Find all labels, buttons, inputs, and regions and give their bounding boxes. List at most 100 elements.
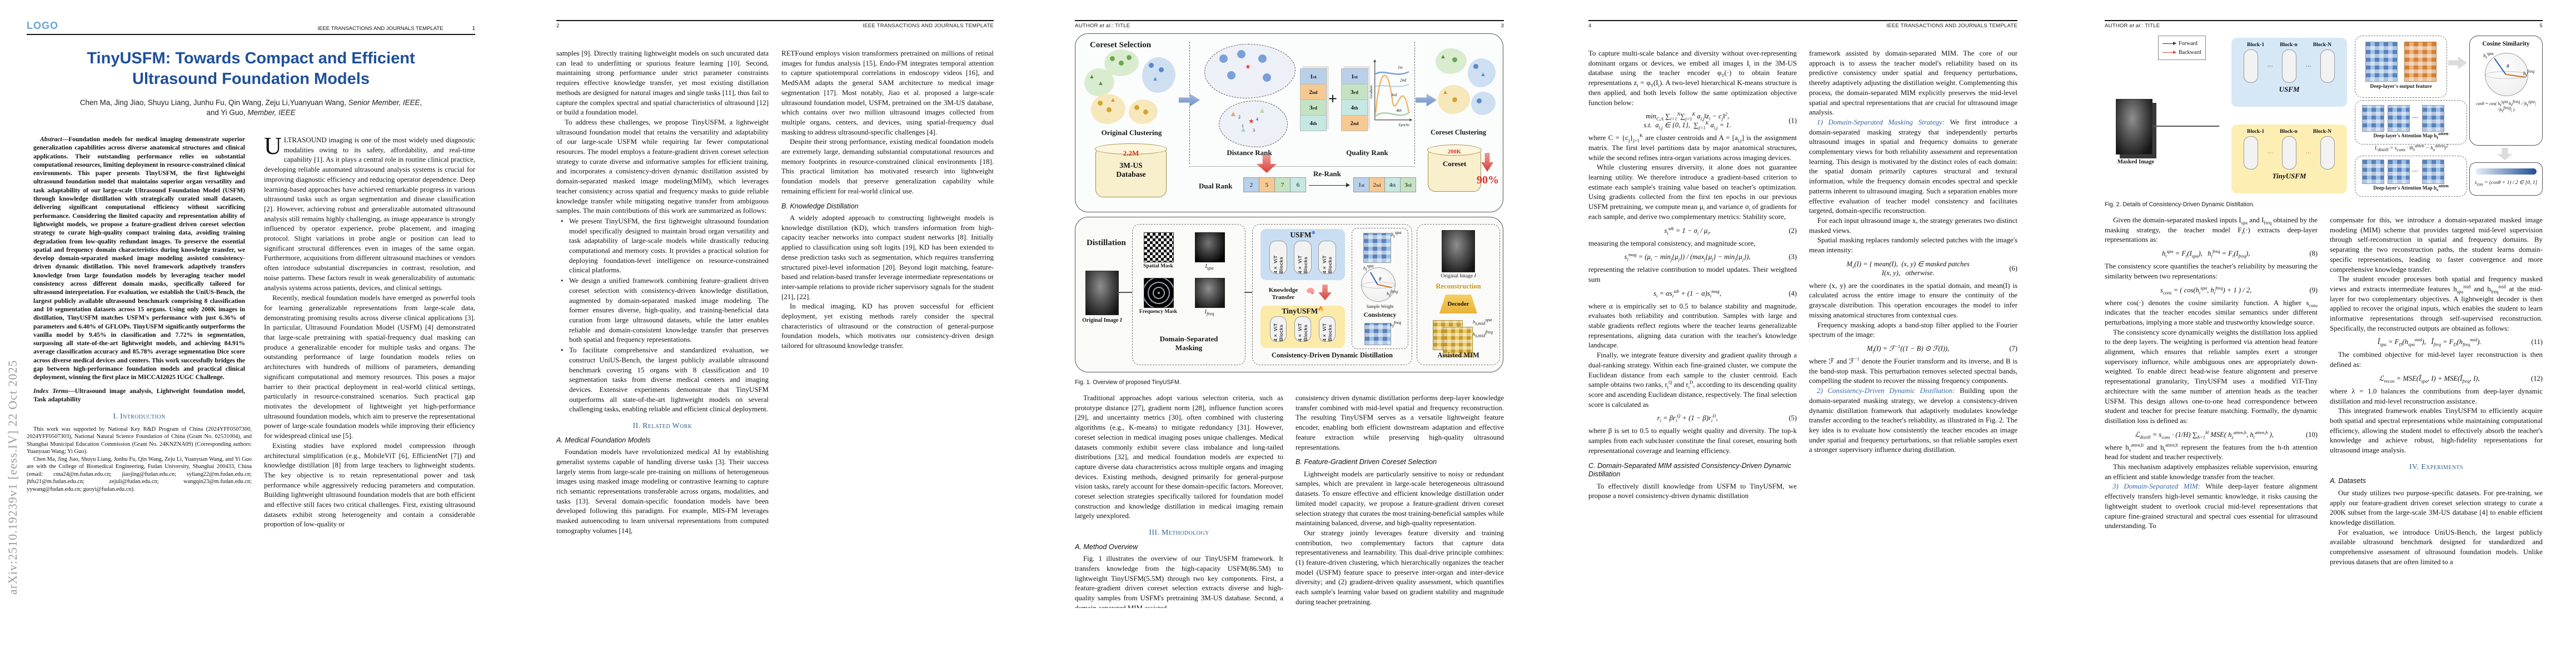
paragraph: representing the relative contribution t…: [1588, 266, 1797, 283]
equation: si = αsistb + (1 − α)simag,(4): [1653, 288, 1797, 299]
header-rule: [2105, 20, 2543, 21]
usfm-label: USFM: [1290, 231, 1312, 239]
section-heading: III. Methodology: [1149, 528, 1209, 537]
page-3-columns: Traditional approaches adopt various sel…: [1075, 394, 1504, 608]
subsection-heading: B. Feature-Gradient Driven Coreset Selec…: [1296, 458, 1437, 466]
dual-cell: 5: [1259, 177, 1275, 192]
tinyusfm-label: TinyUSFM: [1282, 307, 1318, 315]
masked-image-label: Masked Image: [2117, 159, 2155, 165]
assisted-mim-box: Original Image I Reconstruction Decoder …: [1417, 224, 1500, 365]
forward-arrow-icon: [2163, 42, 2176, 45]
frequency-mask-thumbnail: [1144, 278, 1174, 308]
theta-label: θ: [1379, 276, 1382, 282]
paragraph: This mechanism adaptively emphasizes rel…: [2105, 463, 2318, 481]
page-2-left-column: samples [9]. Directly training lightweig…: [556, 49, 769, 639]
page-5-header: AUTHOR et al.: TITLE 5: [2105, 21, 2543, 29]
equation: scons = ( cos(htspa, htfreq) + 1 ) / 2,(…: [2160, 285, 2318, 296]
paragraph: Traditional approaches adopt various sel…: [1075, 394, 1283, 520]
fig2-legend: Forward Backward: [2158, 36, 2206, 60]
block-label: Block-N: [2313, 42, 2331, 48]
page-3-right-column: consistency driven dynamic distillation …: [1296, 394, 1504, 608]
section-heading: II. Related Work: [632, 421, 692, 430]
subsection-heading: A. Datasets: [2330, 477, 2366, 485]
figure-2: Forward Backward Masked Image Block-1 Bl…: [2105, 33, 2543, 198]
ht-spa-label: htspa: [2483, 51, 2494, 60]
paragraph: To effectively distill knowledge from US…: [1588, 482, 1797, 500]
backward-label: Backward: [2179, 49, 2201, 56]
teacher-freq-feature-heatmap: [1364, 323, 1391, 345]
page-2-header: 2 IEEE TRANSACTIONS AND JOURNALS TEMPLAT…: [556, 21, 994, 29]
paragraph: To capture multi-scale balance and diver…: [1588, 49, 1797, 107]
figure-2-caption: Fig. 2. Details of Consistency-Driven Dy…: [2105, 201, 2255, 208]
consistency-label: Consistency: [1363, 312, 1397, 318]
divider: [1189, 166, 1414, 167]
connector: [1118, 292, 1132, 293]
author-list: Chen Ma, Jing Jiao, Shuyu Liang, Junhu F…: [27, 98, 475, 118]
divider: [1189, 42, 1190, 164]
tinyusfm-student-box: TinyUSFM🔥 4× ViT Blocks 4× ViT Blocks 4×…: [1260, 306, 1345, 348]
curve-label-2nd: 2nd: [1400, 77, 1406, 82]
vit-blocks-pill: 4× ViT Blocks: [1318, 241, 1336, 274]
paragraph: The consistency score quantifies the tea…: [2105, 262, 2318, 280]
fig1-original-image2-label: Original Image I: [1441, 273, 1476, 279]
reconstruction-label: Reconstruction: [1436, 282, 1481, 290]
page-4-left-column: To capture multi-scale balance and diver…: [1588, 49, 1797, 639]
header-rule: [556, 20, 994, 21]
assisted-mim-label: Assisted MIM: [1437, 351, 1479, 359]
paragraph: This integrated framework enables TinyUS…: [2330, 407, 2543, 455]
student-attention-label: Deep-layer's Attention Map hsatten: [2373, 183, 2449, 192]
attention-heatmap: [2388, 105, 2410, 132]
paragraph: consistency driven dynamic distillation …: [1296, 394, 1504, 451]
curve-label-1st: 1st: [1398, 65, 1403, 70]
fig1-original-clustering-label: Original Clustering: [1101, 128, 1162, 137]
equation: sistb = 1 − σi / μi,(2): [1664, 225, 1797, 236]
header-rule: [27, 34, 475, 35]
paragraph: 2) Consistency-Driven Dynamic Distillati…: [1809, 387, 2017, 454]
paragraph: where α is empirically set to 0.5 to bal…: [1588, 302, 1797, 350]
page-4: 4 IEEE TRANSACTIONS AND JOURNALS TEMPLAT…: [1588, 20, 2017, 667]
equation: Îspa = FD(hspamid), Îfreq = FD(hfreqmid)…: [2377, 337, 2543, 347]
equation: htspa = Ft(Ispa), htfreq = Ft(Ifreq),(8): [2161, 248, 2318, 259]
hollow-arrow-icon: [2448, 56, 2467, 69]
subsection-heading: A. Method Overview: [1075, 542, 1138, 551]
decoder-trapezoid: Decoder: [1439, 295, 1477, 313]
page-3: AUTHOR et al.: TITLE 3 Coreset Selection…: [1075, 20, 1504, 667]
spatial-mask-label: Spatial Mask: [1143, 263, 1173, 269]
frequency-masked-image: [1195, 278, 1225, 308]
abstract: Abstract—Foundation models for medical i…: [33, 136, 245, 381]
cosine-similarity-title: Cosine Similarity: [2482, 41, 2530, 47]
paragraph: Given the domain-separated masked inputs…: [2105, 216, 2318, 244]
original-ultrasound-image: [1085, 271, 1119, 315]
student-mid-freq-heatmap: [1443, 327, 1473, 357]
page-4-right-column: framework assisted by domain-separated M…: [1809, 49, 2017, 639]
usfm-teacher-box: USFM❄ 4× ViT Blocks 4× ViT Blocks 4× ViT…: [1260, 229, 1345, 280]
page-5-left-column: Given the domain-separated masked inputs…: [2105, 216, 2318, 618]
intro-paragraph-1-text: LTRASOUND imaging is one of the most wid…: [264, 136, 475, 292]
fig1-panelB-title: Distillation: [1087, 238, 1126, 247]
fig1-dual-rank-label: Dual Rank: [1199, 182, 1233, 190]
fig1-quality-rank-label: Quality Rank: [1346, 148, 1388, 157]
vit-blocks-pill: 4× ViT Blocks: [1269, 241, 1287, 274]
bullet-item: •To facilitate comprehensive and standar…: [561, 346, 769, 414]
paragraph: The student encoder processes both spati…: [2330, 275, 2543, 332]
block-pill: [2281, 49, 2296, 83]
vit-blocks-pill: 4× ViT Blocks: [1319, 316, 1336, 342]
block-pill: [2244, 136, 2259, 170]
cluster-blob: ▲ ▲: [1084, 68, 1114, 96]
student-output-heatmap: [2404, 42, 2437, 82]
ellipsis: ⋯: [2267, 63, 2273, 69]
cluster-blob: ▲: [1091, 94, 1125, 124]
fig1-original-image-label: Original Image I: [1082, 317, 1122, 323]
paragraph: where cos(·) denotes the cosine similari…: [2105, 298, 2318, 326]
spatial-masked-image: [1195, 232, 1225, 262]
teacher-output-heatmap: [2365, 42, 2398, 82]
bullet-item: •We design a unified framework combining…: [561, 277, 769, 344]
cluster-blob: ▲: [1438, 85, 1470, 114]
page-2-right-column: RETFound employs vision transformers pre…: [781, 49, 994, 639]
